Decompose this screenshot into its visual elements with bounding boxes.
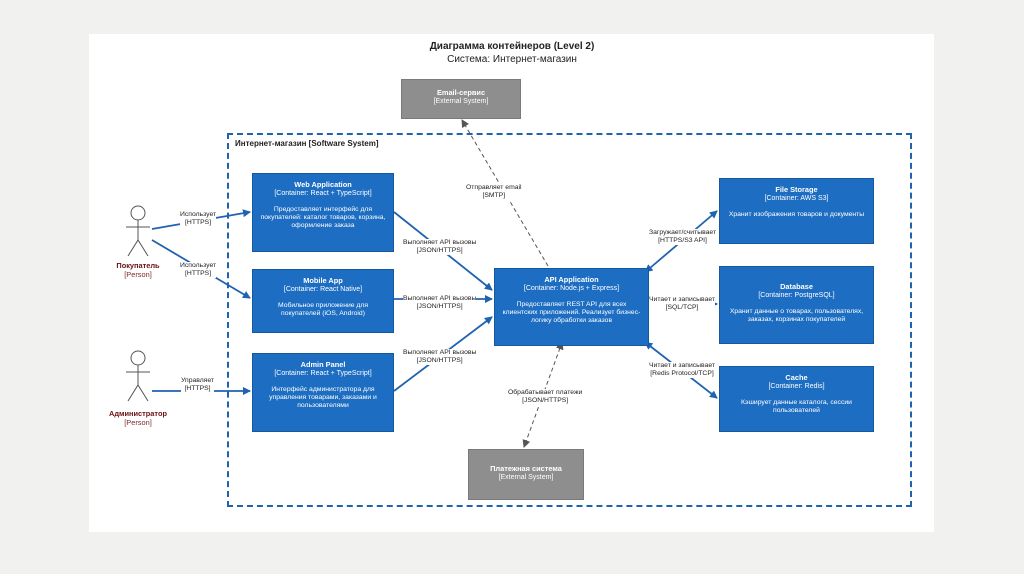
container-admin-panel-desc: Интерфейс администратора для управления …	[269, 386, 377, 410]
container-file-storage-kind: [Container: AWS S3]	[764, 194, 829, 202]
label-api-email: Отправляет email [SMTP]	[466, 184, 522, 200]
container-web-app-desc: Предоставляет интерфейс для покупателей:…	[260, 206, 386, 230]
label-web-api: Выполняет API вызовы [JSON/HTTPS]	[403, 239, 477, 255]
label-mobile-api-line2: [JSON/HTTPS]	[416, 303, 463, 310]
container-api-app-desc: Предоставляет REST API для всех клиентск…	[502, 301, 641, 325]
diagram-subtitle: Система: Интернет-магазин	[447, 54, 577, 65]
label-api-payment-line1: Обрабатывает платежи	[508, 389, 583, 396]
label-api-email-line2: [SMTP]	[482, 192, 506, 199]
external-email[interactable]: Email-сервис [External System]	[401, 79, 521, 119]
container-web-app-kind: [Container: React + TypeScript]	[274, 189, 372, 197]
container-cache-name: Cache	[785, 373, 808, 382]
container-mobile-app[interactable]: Mobile App [Container: React Native] Моб…	[252, 269, 394, 333]
external-email-kind: [External System]	[433, 97, 489, 105]
external-payment-name: Платежная система	[490, 464, 562, 473]
container-mobile-app-desc: Мобильное приложение для покупателей (iO…	[277, 302, 369, 318]
label-customer-mobile: Использует [HTTPS]	[180, 262, 217, 278]
label-api-email-line1: Отправляет email	[466, 184, 522, 191]
container-admin-panel-name: Admin Panel	[300, 360, 346, 369]
label-mobile-api: Выполняет API вызовы [JSON/HTTPS]	[403, 295, 477, 311]
system-boundary-label: Интернет-магазин [Software System]	[235, 139, 379, 148]
label-api-db-line1: Читает и записывает	[649, 296, 716, 303]
label-web-api-line2: [JSON/HTTPS]	[416, 247, 463, 254]
label-admin-panel: Управляет [HTTPS]	[181, 377, 215, 393]
container-cache[interactable]: Cache [Container: Redis] Кэширует данные…	[719, 366, 874, 432]
container-database-name: Database	[780, 282, 813, 291]
label-customer-mobile-line2: [HTTPS]	[185, 270, 212, 277]
container-database[interactable]: Database [Container: PostgreSQL] Хранит …	[719, 266, 874, 344]
container-web-app-name: Web Application	[294, 180, 352, 189]
container-web-app[interactable]: Web Application [Container: React + Type…	[252, 173, 394, 252]
container-file-storage-name: File Storage	[775, 185, 818, 194]
label-customer-web-line2: [HTTPS]	[185, 219, 212, 226]
container-api-app-kind: [Container: Node.js + Express]	[523, 284, 620, 292]
person-admin-name: Администратор	[109, 409, 167, 418]
person-customer-label: Покупатель [Person]	[98, 261, 178, 279]
external-email-name: Email-сервис	[436, 88, 486, 97]
container-database-desc: Хранит данные о товарах, пользователях, …	[729, 308, 864, 324]
person-admin-icon	[126, 350, 150, 402]
label-api-files: Загружает/считывает [HTTPS/S3 API]	[649, 229, 717, 245]
container-api-app[interactable]: API Application [Container: Node.js + Ex…	[494, 268, 649, 346]
person-customer-icon	[126, 205, 150, 257]
container-admin-panel[interactable]: Admin Panel [Container: React + TypeScri…	[252, 353, 394, 432]
label-admin-api-line1: Выполняет API вызовы	[403, 349, 477, 356]
diagram-title: Диаграмма контейнеров (Level 2)	[429, 41, 595, 52]
label-mobile-api-line1: Выполняет API вызовы	[403, 295, 477, 302]
label-customer-web-line1: Использует	[180, 211, 217, 218]
external-payment[interactable]: Платежная система [External System]	[468, 449, 584, 500]
container-file-storage-desc: Хранит изображения товаров и документы	[728, 211, 865, 218]
label-web-api-line1: Выполняет API вызовы	[403, 239, 477, 246]
container-database-kind: [Container: PostgreSQL]	[758, 291, 835, 299]
person-customer-kind: [Person]	[124, 269, 152, 279]
container-api-app-name: API Application	[544, 275, 599, 284]
label-api-files-line1: Загружает/считывает	[649, 229, 717, 236]
label-api-db: Читает и записывает [SQL/TCP]	[649, 296, 716, 312]
container-mobile-app-kind: [Container: React Native]	[283, 285, 363, 293]
person-admin-label: Администратор [Person]	[93, 409, 183, 427]
container-file-storage[interactable]: File Storage [Container: AWS S3] Хранит …	[719, 178, 874, 244]
label-api-db-line2: [SQL/TCP]	[665, 304, 699, 311]
label-api-payment: Обрабатывает платежи [JSON/HTTPS]	[508, 389, 583, 405]
label-admin-panel-line2: [HTTPS]	[184, 385, 211, 392]
label-admin-api: Выполняет API вызовы [JSON/HTTPS]	[403, 349, 477, 365]
container-mobile-app-name: Mobile App	[303, 276, 343, 285]
label-admin-panel-line1: Управляет	[181, 377, 215, 384]
container-cache-kind: [Container: Redis]	[768, 382, 825, 390]
label-customer-web: Использует [HTTPS]	[180, 211, 217, 227]
label-api-cache-line1: Читает и записывает	[649, 362, 716, 369]
label-api-cache: Читает и записывает [Redis Protocol/TCP]	[649, 362, 716, 378]
label-api-files-line2: [HTTPS/S3 API]	[658, 237, 707, 244]
container-cache-desc: Кэширует данные каталога, сессии пользов…	[741, 399, 852, 415]
label-admin-api-line2: [JSON/HTTPS]	[416, 357, 463, 364]
label-api-cache-line2: [Redis Protocol/TCP]	[650, 370, 714, 377]
person-admin-kind: [Person]	[124, 417, 152, 427]
person-customer-name: Покупатель	[116, 261, 160, 270]
container-admin-panel-kind: [Container: React + TypeScript]	[274, 369, 372, 377]
system-boundary	[227, 133, 912, 507]
label-customer-mobile-line1: Использует	[180, 262, 217, 269]
label-api-payment-line2: [JSON/HTTPS]	[522, 397, 569, 404]
external-payment-kind: [External System]	[498, 473, 554, 481]
